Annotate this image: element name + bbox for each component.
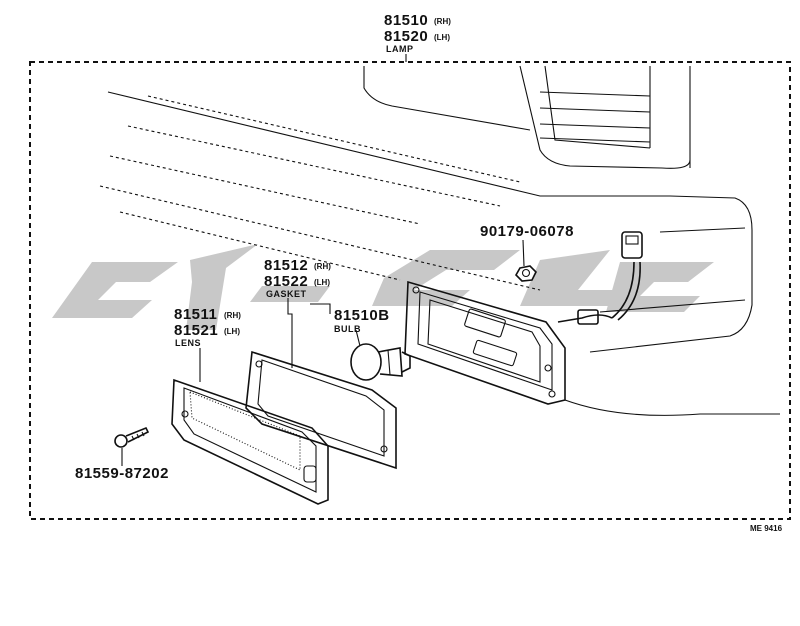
leader-lines: [121, 54, 525, 466]
callout-lamp: 81510 (RH) 81520 (LH) LAMP: [384, 12, 451, 54]
gasket-lh-side: (LH): [314, 278, 330, 287]
callout-gasket: 81512 (RH) 81522 (LH) GASKET: [264, 257, 331, 299]
lamp-rh-side: (RH): [434, 17, 451, 26]
screw: [114, 426, 150, 448]
gasket-name: GASKET: [266, 289, 307, 299]
lens-lh-side: (LH): [224, 327, 240, 336]
nut-part-number: 90179-06078: [480, 223, 574, 240]
wire-harness: [557, 231, 643, 325]
gasket-rh-side: (RH): [314, 262, 331, 271]
car-body-outline: [99, 65, 780, 416]
lamp-name: LAMP: [386, 44, 414, 54]
screw-part-number: 81559-87202: [75, 465, 169, 482]
gasket-rh-part-number: 81512: [264, 257, 308, 274]
gasket: [245, 350, 397, 470]
lens: [171, 378, 329, 505]
callout-screw: 81559-87202: [75, 465, 169, 482]
diagram-boundary: [29, 61, 791, 520]
lamp-rh-part-number: 81510: [384, 12, 428, 29]
lens-name: LENS: [175, 338, 201, 348]
gasket-lh-part-number: 81522: [264, 273, 308, 290]
lamp-lh-side: (LH): [434, 33, 450, 42]
bulb-part-number: 81510B: [334, 307, 390, 324]
lens-lh-part-number: 81521: [174, 322, 218, 339]
lens-rh-side: (RH): [224, 311, 241, 320]
callout-lens: 81511 (RH) 81521 (LH) LENS: [174, 306, 241, 348]
nut: [515, 265, 537, 282]
callout-bulb: 81510B BULB: [334, 307, 390, 334]
bulb-name: BULB: [334, 324, 361, 334]
lamp-housing: [404, 280, 566, 405]
lamp-lh-part-number: 81520: [384, 28, 428, 45]
lens-rh-part-number: 81511: [174, 306, 217, 323]
bulb: [350, 343, 411, 381]
figure-code: ME 9416: [750, 524, 783, 533]
callout-nut: 90179-06078: [480, 223, 574, 240]
